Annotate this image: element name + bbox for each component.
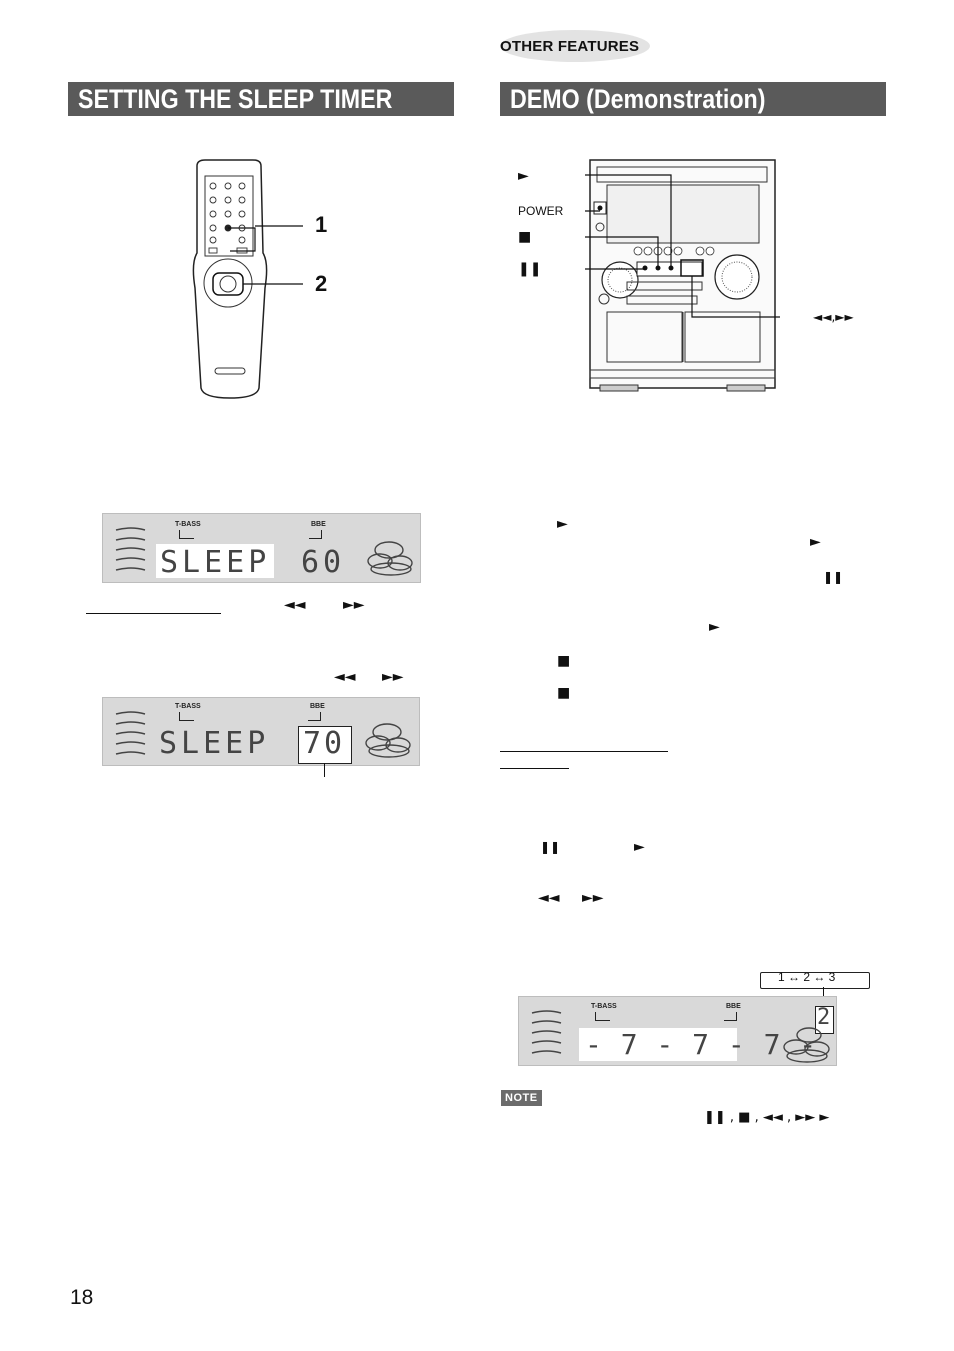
note-symbol-sequence: ❚❚ , ■ , ◄◄ , ►► ► <box>704 1110 830 1125</box>
section-tag-text: OTHER FEATURES <box>500 38 640 55</box>
display-panel-3: T-BASS BBE - 7 - 7 - 7 - 2 <box>518 996 837 1066</box>
display-3-value-box <box>815 1006 834 1034</box>
rew-symbol-2: ◄◄ <box>334 669 356 685</box>
page-number: 18 <box>70 1286 94 1309</box>
play-symbol-4: ► <box>634 839 645 855</box>
display-3-text: - 7 - 7 - 7 - <box>585 1028 818 1061</box>
play-symbol-2: ► <box>810 534 821 550</box>
left-heading-text: SETTING THE SLEEP TIMER <box>78 84 393 114</box>
tbass-bracket <box>179 530 194 539</box>
text-underline-1 <box>86 613 221 614</box>
bbe-label: BBE <box>310 703 325 710</box>
display-panel-1: T-BASS BBE SLEEP 60 <box>102 513 421 583</box>
level-bars-icon <box>115 527 146 571</box>
remote-callout-2: 2 <box>315 271 328 296</box>
display-1-text: SLEEP <box>160 545 271 580</box>
display-2-value: 70 <box>303 726 346 761</box>
ff-symbol-1: ►► <box>343 597 365 613</box>
disc-stack-icon <box>365 723 411 758</box>
section-tag: OTHER FEATURES <box>500 30 650 62</box>
demo-cycle-box <box>760 972 870 989</box>
left-heading: SETTING THE SLEEP TIMER <box>68 82 454 116</box>
ff-symbol-3: ►► <box>582 890 604 906</box>
stop-symbol-1: ■ <box>557 653 571 669</box>
play-symbol-1: ► <box>557 516 568 532</box>
rew-symbol-1: ◄◄ <box>284 597 306 613</box>
stereo-skip-label: ◄◄,►► <box>813 310 854 324</box>
rew-symbol-3: ◄◄ <box>538 890 560 906</box>
bbe-bracket <box>308 712 321 721</box>
bbe-label: BBE <box>726 1003 741 1010</box>
display-1-value: 60 <box>301 545 346 580</box>
tbass-label: T-BASS <box>175 521 201 528</box>
stop-symbol-2: ■ <box>557 685 571 701</box>
stereo-power-label: POWER <box>518 204 564 218</box>
display-3-inset <box>579 1028 737 1061</box>
display-2-text: SLEEP <box>159 726 270 761</box>
text-underline-2 <box>500 751 668 752</box>
text-underline-3 <box>500 768 569 769</box>
display-3-value: 2 <box>817 1005 831 1030</box>
display-1-inset <box>156 544 274 578</box>
tbass-bracket <box>179 712 194 721</box>
disc-stack-icon <box>367 541 413 576</box>
disc-stack-icon <box>783 1027 830 1063</box>
stereo-system-illustration <box>585 159 780 392</box>
pause-symbol-1: ❚❚ <box>823 570 844 584</box>
remote-control-illustration <box>192 159 303 399</box>
display-2-leader-line <box>324 763 325 777</box>
bbe-bracket <box>724 1012 737 1021</box>
tbass-label: T-BASS <box>591 1003 617 1010</box>
stereo-pause-label: ❚❚ <box>518 261 542 277</box>
demo-cycle-text: 1 ↔ 2 ↔ 3 <box>778 970 836 984</box>
stereo-stop-label: ■ <box>518 229 532 245</box>
right-heading: DEMO (Demonstration) <box>500 82 886 116</box>
level-bars-icon <box>531 1010 562 1054</box>
level-bars-icon <box>115 711 146 755</box>
display-2-value-box <box>298 726 352 764</box>
display-panel-2: T-BASS BBE SLEEP 70 <box>102 697 420 766</box>
right-heading-text: DEMO (Demonstration) <box>510 84 766 114</box>
pause-symbol-2: ❚❚ <box>540 840 561 854</box>
bbe-label: BBE <box>311 521 326 528</box>
ff-symbol-2: ►► <box>382 669 404 685</box>
tbass-label: T-BASS <box>175 703 201 710</box>
tbass-bracket <box>595 1012 610 1021</box>
bbe-bracket <box>309 530 322 539</box>
remote-callout-1: 1 <box>315 212 328 237</box>
play-symbol-3: ► <box>709 619 720 635</box>
stereo-play-label: ► <box>518 168 529 184</box>
note-badge: NOTE <box>501 1090 542 1106</box>
